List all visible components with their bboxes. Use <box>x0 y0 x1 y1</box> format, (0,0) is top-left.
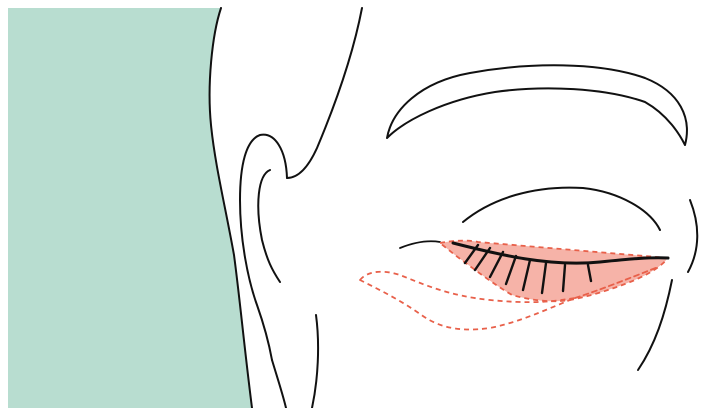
nose-line <box>638 280 672 370</box>
eyebrow <box>387 65 687 145</box>
cheek-line <box>312 315 318 408</box>
hairline-line <box>287 8 362 178</box>
inner-corner-line <box>400 241 440 248</box>
jaw-line <box>272 360 286 408</box>
right-edge-line <box>688 200 697 272</box>
ear-inner <box>258 170 280 282</box>
eyelid-crease <box>463 188 660 230</box>
backdrop-panel <box>8 8 252 408</box>
